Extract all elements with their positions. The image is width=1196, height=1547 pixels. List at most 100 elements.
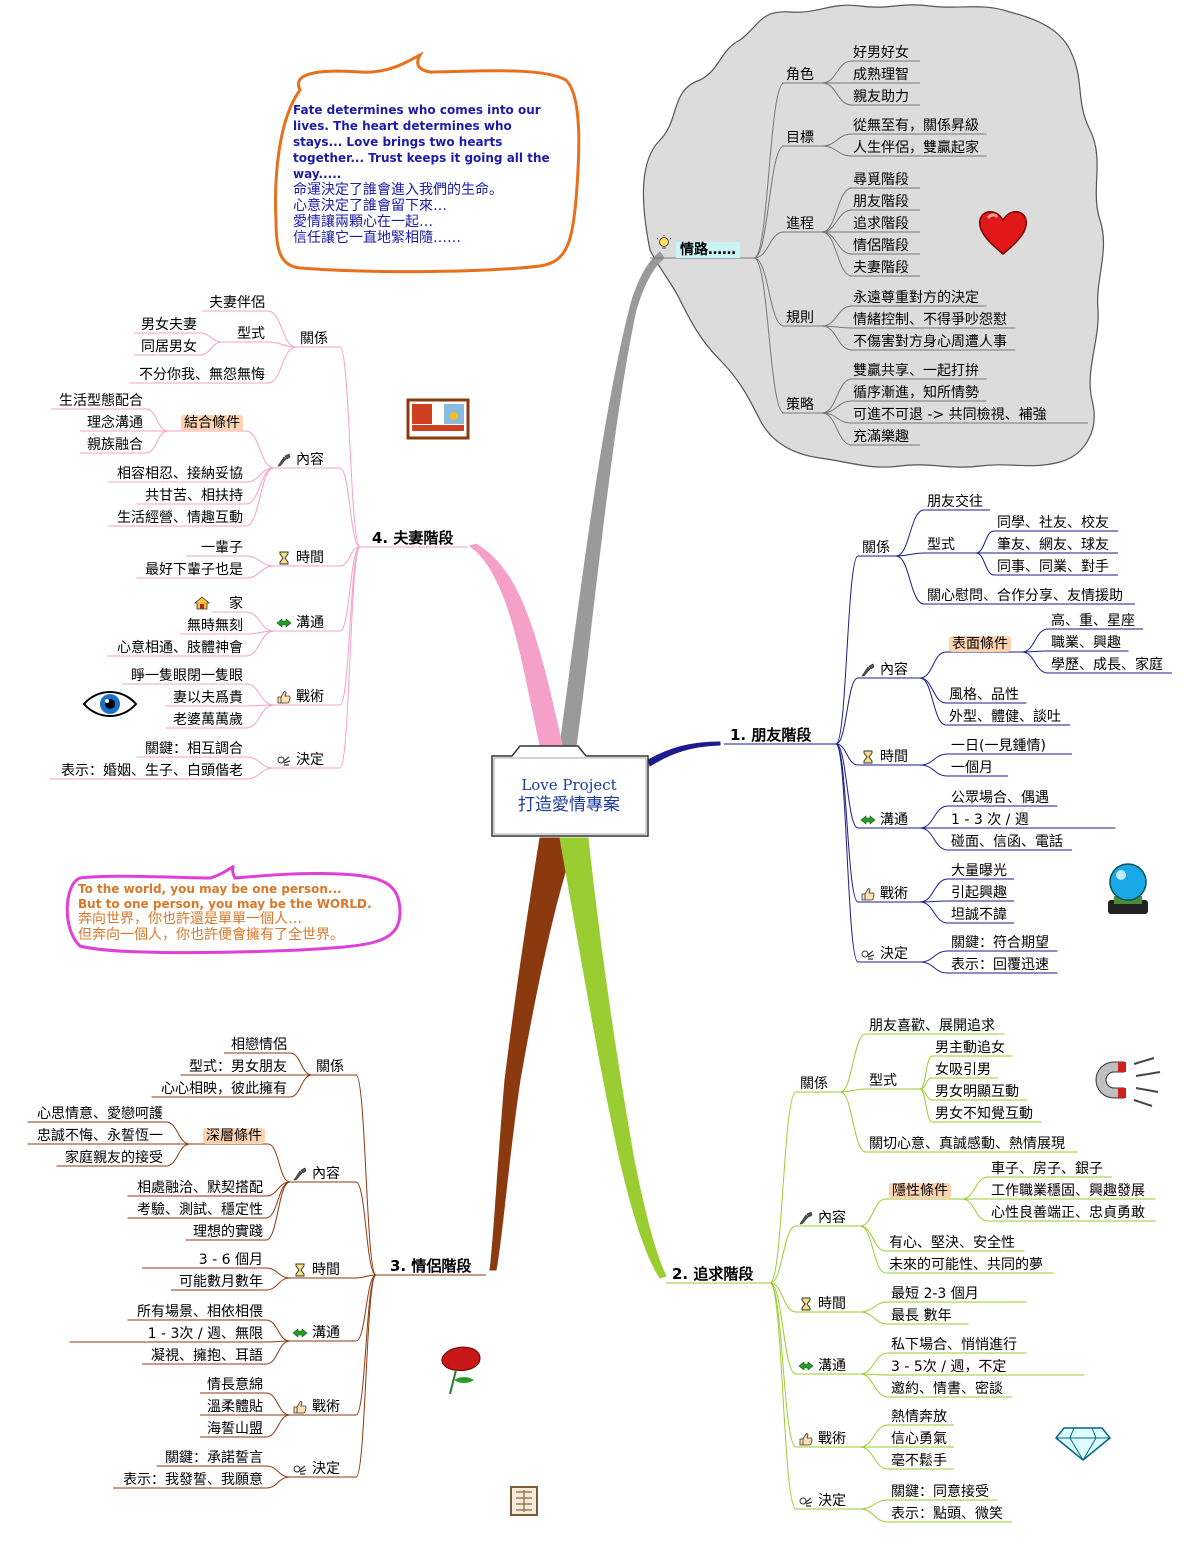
- branch-connector: [975, 530, 995, 554]
- leaf-item: 私下場合、悄悄進行: [891, 1337, 1017, 1353]
- leaf-item: 一個月: [951, 760, 993, 776]
- quote-line: But to one person, you may be the WORLD.: [78, 897, 372, 911]
- branch-connector: [821, 145, 853, 157]
- category-label: 決定: [296, 752, 324, 768]
- eye-icon: [82, 691, 138, 717]
- branch-connector: [265, 1392, 291, 1416]
- cloud-group-label: 目標: [786, 130, 814, 146]
- branch-connector: [339, 346, 361, 548]
- condition-label: 結合條件: [181, 415, 243, 431]
- cloud-item: 夫妻階段: [853, 260, 909, 276]
- leaf-item: 關鍵：承諾誓言: [165, 1450, 263, 1466]
- leaf-item: 考驗、測試、穩定性: [137, 1202, 263, 1218]
- branch-connector: [859, 1225, 887, 1252]
- category-label: 內容: [312, 1166, 340, 1182]
- leaf-item: 相容相忍、接納妥協: [117, 466, 243, 482]
- cloud-item: 追求階段: [853, 216, 909, 232]
- leaf-item: 海誓山盟: [207, 1421, 263, 1437]
- leaf-item: 一日(一見鍾情): [951, 738, 1046, 754]
- branch-connector: [769, 1282, 797, 1510]
- category-label: 戰術: [818, 1431, 846, 1447]
- leaf-item: 妻以夫爲貴: [173, 690, 243, 706]
- leaf-item: 情長意綿: [207, 1377, 263, 1393]
- leaf-item: 關鍵：同意接受: [891, 1484, 989, 1500]
- stage-title: 4. 夫妻階段: [372, 529, 454, 547]
- branch-connector: [769, 1282, 797, 1375]
- branch-connector: [339, 546, 361, 769]
- category-label: 決定: [880, 946, 908, 962]
- branch-connector: [821, 209, 853, 233]
- trunk-stage1: [647, 741, 721, 767]
- category-label: 關係: [316, 1059, 344, 1075]
- hourglass-icon: [801, 1297, 811, 1311]
- branch-connector: [919, 764, 949, 777]
- brush-icon: [861, 663, 875, 677]
- branch-connector: [339, 546, 361, 567]
- category-label: 關係: [862, 540, 890, 556]
- leaf-item: 關心慰問、合作分享、友情援助: [927, 588, 1123, 604]
- category-label: 內容: [818, 1210, 846, 1226]
- quote-line: 奔向世界，你也許還是單單一個人…: [78, 911, 302, 927]
- center-title-zh: 打造愛情專案: [518, 795, 620, 815]
- leaf-item: 坦誠不諱: [951, 907, 1007, 923]
- quote-bubble-top: [274, 51, 581, 274]
- branch-connector: [339, 467, 361, 548]
- branch-connector: [919, 805, 949, 829]
- center-folder-inner: [493, 757, 647, 835]
- quote-line: 但奔向一個人，你也許便會擁有了全世界。: [78, 927, 344, 943]
- ok-hand-icon: [799, 1497, 813, 1507]
- leaf-item: 相處融洽、默契搭配: [137, 1180, 263, 1196]
- branch-connector: [265, 1277, 291, 1291]
- quote-line: 愛情讓兩顆心在一起…: [293, 214, 433, 230]
- thumb-icon: [799, 1433, 813, 1446]
- branch-connector: [919, 827, 949, 851]
- window-icon: [406, 398, 470, 440]
- leaf-item: 溫柔體貼: [207, 1399, 263, 1415]
- branch-connector: [859, 1301, 889, 1313]
- leaf-item: 生活經營、情趣互動: [117, 510, 243, 526]
- thumb-icon: [861, 888, 875, 901]
- branch-connector: [859, 1499, 889, 1510]
- category-label: 決定: [818, 1493, 846, 1509]
- branch-connector: [265, 1476, 291, 1489]
- branch-connector: [821, 378, 853, 414]
- leaf-item: 關鍵：相互調合: [145, 741, 243, 757]
- branch-connector: [265, 1340, 291, 1365]
- leaf-item: 職業、興趣: [1051, 635, 1121, 651]
- category-label: 戰術: [312, 1399, 340, 1415]
- leaf-item: 1 - 3 次 / 週: [951, 812, 1029, 828]
- leaf-item: 親族融合: [87, 437, 143, 453]
- brush-icon: [799, 1211, 813, 1225]
- quote-line: 信任讓它一直地緊相隨……: [293, 230, 461, 246]
- leaf-item: 大量曝光: [951, 863, 1007, 879]
- branch-connector: [199, 341, 223, 356]
- cloud-item: 雙贏共享、一起打拚: [853, 363, 979, 379]
- branch-connector: [245, 767, 275, 780]
- branch-connector: [961, 1198, 989, 1222]
- leaf-item: 同學、社友、校友: [997, 515, 1109, 531]
- condition-label: 隱性條件: [889, 1183, 951, 1199]
- leaf-item: 關切心意、真誠感動、熱情展現: [869, 1136, 1065, 1152]
- leaf-item: 同居男女: [141, 339, 197, 355]
- quote-bubble-left: [65, 864, 402, 955]
- branch-connector: [961, 1176, 989, 1200]
- leaf-item: 未來的可能性、共同的夢: [889, 1257, 1043, 1273]
- leaf-item: 男主動追女: [935, 1040, 1005, 1056]
- center-title-en: Love Project: [521, 776, 617, 794]
- branch-connector: [895, 555, 925, 605]
- branch-connector: [919, 878, 949, 903]
- branch-connector: [753, 82, 785, 259]
- quote-top-english: Fate determines who comes into our lives…: [293, 103, 550, 181]
- thumb-icon: [277, 691, 291, 704]
- leaf-item: 工作職業穩固、興趣發展: [991, 1183, 1145, 1199]
- branch-connector: [289, 1052, 313, 1076]
- leaf-item: 夫妻伴侶: [209, 295, 265, 311]
- leaf-item: 生活型態配合: [59, 393, 143, 409]
- branch-connector: [265, 1319, 291, 1342]
- branch-connector: [821, 231, 853, 277]
- branch-connector: [859, 1373, 889, 1398]
- branch-connector: [975, 552, 995, 576]
- branch-connector: [339, 546, 361, 632]
- cloud-item: 循序漸進，知所情勢: [853, 385, 979, 401]
